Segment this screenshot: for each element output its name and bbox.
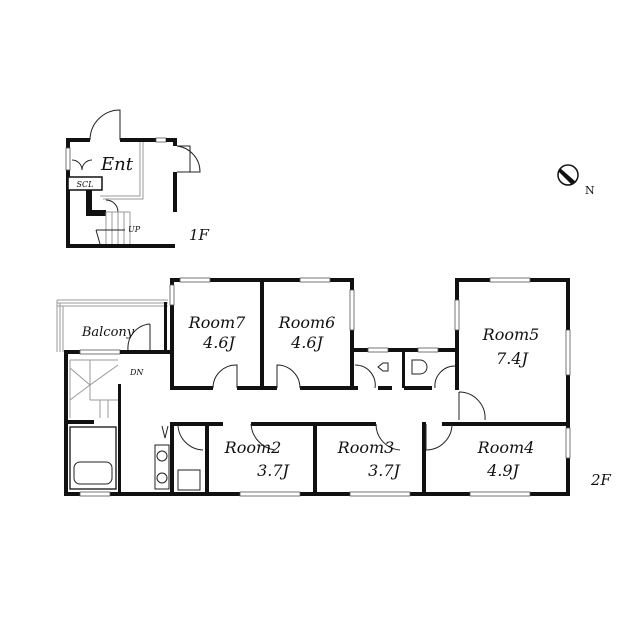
compass-north-label: N	[585, 184, 595, 197]
stairs-up-label: UP	[128, 225, 141, 234]
stairs-1f: UP	[95, 211, 141, 245]
floor-2f: Balcony	[56, 277, 612, 497]
room-name: Room5	[482, 325, 540, 344]
wash-basin	[154, 444, 170, 490]
room-name: Room7	[188, 313, 246, 332]
room-7: Room7 4.6J	[188, 313, 246, 352]
entrance-label: Ent	[100, 154, 134, 175]
toilet-icon	[377, 362, 389, 372]
stairs-down-label: DN	[129, 368, 144, 377]
bathtub-icon	[73, 461, 113, 485]
doors	[177, 364, 486, 451]
room-3: Room3 3.7J	[337, 438, 402, 480]
shoe-closet	[67, 176, 103, 191]
room-name: Room3	[337, 438, 395, 457]
room-size: 3.7J	[257, 461, 290, 480]
room-size: 4.6J	[290, 333, 324, 352]
balcony-label: Balcony	[81, 325, 135, 340]
stairs-2f: DN	[69, 359, 144, 418]
floor-1f-label: 1F	[189, 226, 210, 244]
room-size: 4.9J	[486, 461, 520, 480]
room-name: Room4	[477, 438, 535, 457]
toilet-2f-icon	[177, 469, 201, 491]
toilet-icon	[411, 359, 428, 375]
room-4: Room4 4.9J	[477, 438, 535, 480]
room-6: Room6 4.6J	[278, 313, 336, 352]
room-name: Room2	[224, 438, 282, 457]
compass: N	[557, 164, 595, 197]
shoe-closet-label: SCL	[77, 180, 94, 189]
room-2: Room2 3.7J	[224, 438, 291, 480]
room-size: 7.4J	[496, 349, 529, 368]
side-door-icon	[176, 145, 201, 173]
floor-1f: SCL UP Ent 1F	[65, 109, 210, 248]
room-size: 4.6J	[202, 333, 236, 352]
room-5: Room5 7.4J	[482, 325, 540, 368]
bath-room	[69, 426, 117, 490]
floor-2f-label: 2F	[590, 471, 612, 489]
entrance-door-icon	[89, 109, 121, 141]
room-name: Room6	[278, 313, 336, 332]
room-size: 3.7J	[368, 461, 401, 480]
